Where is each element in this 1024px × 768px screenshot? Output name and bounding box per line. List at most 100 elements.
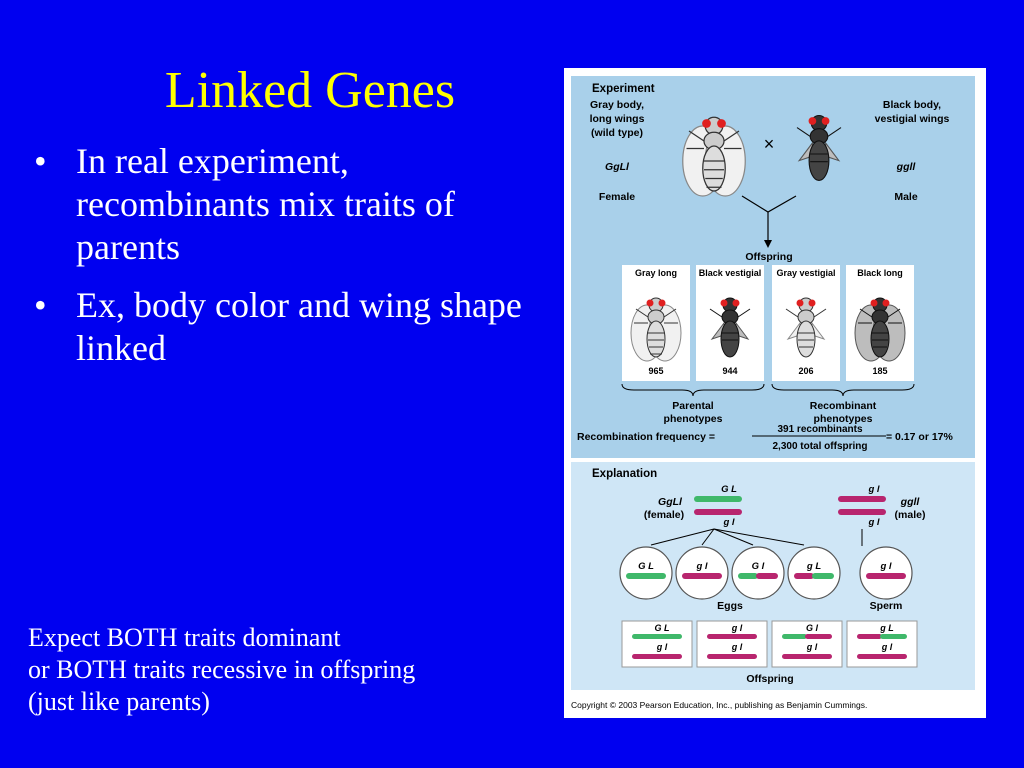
meiosis-arrows: [650, 528, 863, 546]
green-chromosome-icon: [738, 573, 758, 579]
offspring-genotype-box: G L g l: [621, 620, 693, 668]
egg-cell: G L: [619, 546, 673, 600]
note-line: or BOTH traits recessive in offspring: [28, 655, 416, 685]
male-sex: (male): [895, 509, 926, 521]
magenta-chromosome-icon: [794, 573, 814, 579]
male-genotype: ggll: [896, 161, 917, 173]
offspring-box: Black vestigial 944: [696, 265, 764, 381]
offspring-box: Gray vestigial 206: [772, 265, 840, 381]
magenta-chromosome-icon: [632, 654, 682, 659]
parental-label: phenotypes: [664, 413, 723, 425]
egg-allele: g L: [806, 561, 821, 572]
recombinant-brace: [771, 383, 915, 397]
offspring-box-count: 965: [648, 366, 663, 376]
cross-symbol: ×: [764, 134, 775, 154]
recomb-denominator: 2,300 total offspring: [772, 441, 867, 452]
allele-label: g l: [867, 517, 879, 528]
egg-allele: G L: [638, 561, 654, 572]
female-genotype: GgLl: [605, 161, 630, 173]
offspring-allele-top: G L: [655, 623, 670, 633]
egg-cell: g L: [787, 546, 841, 600]
female-sex: (female): [644, 509, 684, 521]
recomb-result: = 0.17 or 17%: [886, 431, 953, 443]
male-desc: Black body,: [883, 99, 941, 111]
bullet-list: • In real experiment, recombinants mix tr…: [28, 140, 548, 384]
offspring-allele-bottom: g l: [806, 642, 818, 652]
allele-label: g l: [722, 517, 734, 528]
green-chromosome-icon: [694, 496, 742, 502]
recomb-numerator: 391 recombinants: [777, 424, 862, 435]
offspring-label: Offspring: [745, 251, 792, 263]
green-chromosome-icon: [782, 634, 807, 639]
offspring-allele-top: g L: [879, 623, 894, 633]
female-genotype: GgLl: [658, 496, 683, 508]
slide-title: Linked Genes: [164, 62, 456, 119]
recombinant-label: Recombinant: [810, 400, 877, 412]
offspring-allele-bottom: g l: [656, 642, 668, 652]
magenta-chromosome-icon: [707, 634, 757, 639]
green-chromosome-icon: [880, 634, 907, 639]
female-desc: (wild type): [591, 127, 643, 139]
offspring-allele-top: G l: [806, 623, 819, 633]
bullet-dot: •: [34, 141, 47, 181]
sperm-label: Sperm: [870, 600, 903, 612]
magenta-chromosome-icon: [857, 634, 882, 639]
egg-allele: g l: [695, 561, 707, 572]
green-chromosome-icon: [632, 634, 682, 639]
magenta-chromosome-icon: [838, 496, 886, 502]
experiment-label: Experiment: [592, 83, 655, 95]
allele-label: G L: [721, 484, 737, 495]
linkage-figure: Experiment Gray body, long wings (wild t…: [564, 68, 986, 718]
offspring-allele-bottom: g l: [731, 642, 743, 652]
magenta-chromosome-icon: [805, 634, 832, 639]
bullet-dot: •: [34, 284, 47, 325]
recombinant-label: phenotypes: [814, 413, 873, 425]
offspring-genotype-box: g l g l: [696, 620, 768, 668]
offspring-box-count: 206: [798, 366, 813, 376]
note-line: Expect BOTH traits dominant: [28, 623, 341, 652]
magenta-chromosome-icon: [782, 654, 832, 659]
magenta-chromosome-icon: [857, 654, 907, 659]
figure-drawing: Experiment Gray body, long wings (wild t…: [571, 76, 975, 710]
offspring-box-label: Gray long: [635, 268, 677, 278]
bullet-item: • In real experiment, recombinants mix tr…: [28, 140, 548, 270]
offspring-bottom-label: Offspring: [746, 673, 793, 685]
female-sex: Female: [599, 191, 635, 203]
parental-brace: [621, 383, 765, 397]
note-line: (just like parents): [28, 687, 210, 717]
magenta-chromosome-icon: [694, 509, 742, 515]
offspring-box-label: Gray vestigial: [776, 268, 835, 278]
female-desc: long wings: [590, 113, 645, 125]
copyright: Copyright © 2003 Pearson Education, Inc.…: [571, 700, 867, 710]
green-chromosome-icon: [626, 573, 666, 579]
male-genotype: ggll: [900, 496, 921, 508]
offspring-box: Black long 185: [846, 265, 914, 381]
allele-label: g l: [867, 484, 879, 495]
offspring-box-label: Black vestigial: [699, 268, 762, 278]
arrow-head-icon: [764, 240, 772, 248]
egg-cell: G l: [731, 546, 785, 600]
offspring-box: Gray long 965: [622, 265, 690, 381]
offspring-genotype-box: g L g l: [846, 620, 918, 668]
bullet-item: • Ex, body color and wing shape linked: [28, 284, 548, 370]
explanation-label: Explanation: [592, 468, 657, 480]
offspring-box-count: 185: [872, 366, 887, 376]
expectation-note: Expect BOTH traits dominant or BOTH trai…: [28, 622, 558, 719]
bullet-text: Ex, body color and wing shape linked: [76, 284, 522, 368]
egg-cell: g l: [675, 546, 729, 600]
male-desc: vestigial wings: [875, 113, 950, 125]
magenta-chromosome-icon: [707, 654, 757, 659]
eggs-label: Eggs: [717, 600, 743, 612]
offspring-box-count: 944: [722, 366, 737, 376]
sperm-allele: g l: [879, 561, 891, 572]
male-sex: Male: [894, 191, 918, 203]
magenta-chromosome-icon: [838, 509, 886, 515]
bullet-text: In real experiment, recombinants mix tra…: [76, 141, 455, 268]
offspring-allele-bottom: g l: [881, 642, 893, 652]
green-chromosome-icon: [812, 573, 834, 579]
parental-label: Parental: [672, 400, 714, 412]
egg-allele: G l: [752, 561, 765, 572]
female-desc: Gray body,: [590, 99, 644, 111]
recomb-freq-label: Recombination frequency =: [577, 431, 715, 443]
magenta-chromosome-icon: [756, 573, 778, 579]
